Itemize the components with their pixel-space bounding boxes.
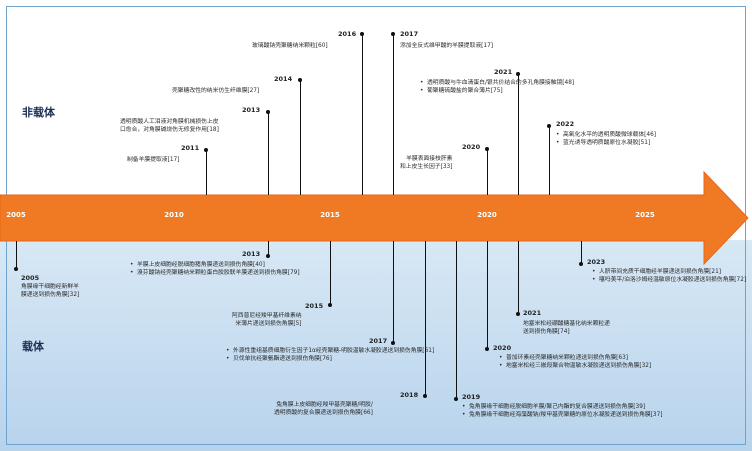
event-marker [204,148,208,152]
stem [300,80,301,195]
zone-label-carrier: 载体 [22,340,44,353]
event-marker [266,110,270,114]
event-label: 兔角膜上皮细胞经羧甲基壳聚糖/明胶/ 透明质酸的复合膜递送到损伤角膜[66] [274,402,373,416]
event-marker [516,312,520,316]
event-item: 人脐带间充质干细胞经羊膜递送到损伤角膜[21] [592,268,746,276]
event-item: 兔角膜缘干细胞经脱细胞羊膜/聚己内酯的复合膜递送到损伤角膜[39] [462,403,663,411]
stem [518,74,519,195]
event-year: 2011 [181,144,200,152]
event-label: 地塞米松经硼酸糖基化纳米颗粒递 送到损伤角膜[74] [523,321,610,335]
event-year: 2023 [587,258,606,266]
stem [487,241,488,349]
axis-year-2020: 2020 [477,211,497,219]
event-label: 兔角膜缘干细胞经脱细胞羊膜/聚己内酯的复合膜递送到损伤角膜[39] 兔角膜缘干细… [462,403,663,419]
event-year: 2021 [523,309,542,317]
event-year: 2015 [305,302,324,310]
event-marker [547,124,551,128]
event-label: 玻璃酸钠壳聚糖纳米颗粒[60] [252,43,328,49]
stem [268,241,269,256]
event-year: 2005 [21,274,40,282]
event-item: 地塞米松经三嵌段聚合物温敏水凝胶递送到损伤角膜[32] [499,362,651,370]
event-year: 2020 [493,344,512,352]
event-item: 兔角膜缘干细胞经海藻酸钠/羧甲基壳聚糖的原位水凝胶递送到损伤角膜[37] [462,411,663,419]
event-item: 高氧化水平的透明质酸微球载体[46] [556,131,656,139]
event-year: 2014 [274,75,293,83]
stem [393,34,394,195]
event-marker [266,254,270,258]
event-marker [579,262,583,266]
event-year: 2018 [400,391,419,399]
stem [487,149,488,195]
event-label: 外源性重组基质细胞衍生因子1α经壳聚糖-明胶温敏水凝胶递送到损伤角膜[61] 贝… [226,347,434,363]
event-item: 溴芬酸钠经壳聚糖纳米颗粒蛋白胶胶联羊膜递送到损伤角膜[79] [130,269,300,277]
event-label: 壳聚糖改性的纳米仿生纤维膜[27] [172,88,260,94]
event-label: 阿西普尼经羧甲基纤维素纳 米薄片递送到损伤角膜[5] [232,313,302,327]
event-label: 透明质酸人工泪液对角膜机械损伤上皮 口愈合，对角膜碱烧伤无修复作用[18] [120,119,219,133]
stem [393,241,394,343]
event-item: 噻吗美平/泊洛沙姆经温敏原位水凝胶递送到损伤角膜[72] [592,276,746,284]
axis-year-2015: 2015 [320,211,340,219]
stem [268,112,269,195]
stem [425,241,426,396]
event-label: 普加环素经壳聚糖纳米颗粒递送到损伤角膜[63] 地塞米松经三嵌段聚合物温敏水凝胶… [499,354,651,370]
event-item: 外源性重组基质细胞衍生因子1α经壳聚糖-明胶温敏水凝胶递送到损伤角膜[61] [226,347,434,355]
event-marker [516,72,520,76]
event-marker [328,303,332,307]
stem [549,126,550,195]
stem [330,241,331,305]
stem [206,150,207,195]
stem [362,34,363,195]
event-year: 2016 [338,30,357,38]
event-year: 2020 [462,143,481,151]
event-marker [454,397,458,401]
event-label: 羊膜上皮细胞经脱细胞猪角膜递送到损伤角膜[40] 溴芬酸钠经壳聚糖纳米颗粒蛋白胶… [130,261,300,277]
zone-label-non-carrier: 非载体 [22,106,55,119]
event-label: 制备羊膜提取液[17] [127,157,180,163]
axis-year-2005: 2005 [6,211,26,219]
event-marker [391,341,395,345]
event-year: 2017 [369,337,388,345]
event-label: 透明质酸与牛血清蛋白/银共价结合的多孔角膜接触镜[48] 葡聚糖硫酸盐的聚合薄片… [420,79,574,95]
event-item: 羊膜上皮细胞经脱细胞猪角膜递送到损伤角膜[40] [130,261,300,269]
event-year: 2019 [462,393,481,401]
event-label: 角膜缘干细胞经新鲜羊 膜递送到损伤角膜[32] [21,284,80,298]
event-marker [485,347,489,351]
event-year: 2017 [400,30,419,38]
axis-year-2010: 2010 [164,211,184,219]
event-marker [298,78,302,82]
event-marker [14,267,18,271]
event-year: 2013 [242,106,261,114]
event-year: 2013 [242,250,261,258]
event-item: 贝伐单抗经聚氨酯递送到损伤角膜[76] [226,355,434,363]
event-label: 人脐带间充质干细胞经羊膜递送到损伤角膜[21] 噻吗美平/泊洛沙姆经温敏原位水凝… [592,268,746,284]
stem [456,241,457,399]
event-label: 羊膜表面接枝肝素 和上皮生长因子[33] [400,156,453,170]
event-marker [423,394,427,398]
stem [16,241,17,269]
timeline-arrow-shape [0,170,749,266]
event-marker [391,32,395,36]
event-item: 蓝光诱导透明质酸原位水凝胶[51] [556,139,656,147]
stem [581,241,582,264]
stem [518,241,519,314]
event-item: 透明质酸与牛血清蛋白/银共价结合的多孔角膜接触镜[48] [420,79,574,87]
event-year: 2021 [494,68,513,76]
event-label: 添加全反式维甲酸的羊膜提取液[17] [400,43,494,49]
event-marker [360,32,364,36]
event-item: 普加环素经壳聚糖纳米颗粒递送到损伤角膜[63] [499,354,651,362]
event-item: 葡聚糖硫酸盐的聚合薄片[75] [420,87,574,95]
event-label: 高氧化水平的透明质酸微球载体[46] 蓝光诱导透明质酸原位水凝胶[51] [556,131,656,147]
axis-year-2025: 2025 [635,211,655,219]
event-year: 2022 [556,120,575,128]
event-marker [485,147,489,151]
